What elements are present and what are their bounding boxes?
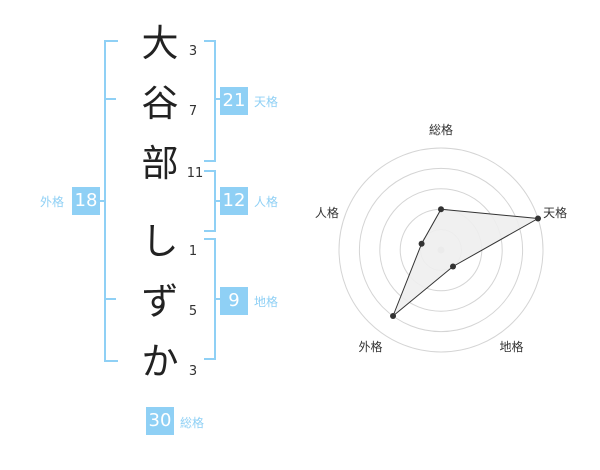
gaikaku-tick-1 — [106, 98, 116, 100]
surname-char-1: 大 — [141, 22, 179, 65]
surname-char-3: 部 — [141, 142, 179, 185]
radar-point-5 — [418, 240, 425, 247]
tenkaku-value: 21 — [220, 87, 248, 115]
surname-char-2: 谷 — [141, 82, 179, 125]
tenkaku-bracket — [204, 40, 216, 162]
radar-ring-3 — [379, 188, 503, 312]
stroke-count-4: 1 — [188, 244, 198, 259]
radar-axis-label-5: 人格 — [315, 205, 339, 220]
stroke-count-2: 7 — [188, 104, 198, 119]
radar-axis-label-3: 地格 — [499, 339, 523, 354]
radar-point-1 — [438, 206, 444, 213]
stroke-count-5: 5 — [188, 304, 198, 319]
stroke-count-1: 3 — [188, 44, 198, 59]
radar-ring-5 — [338, 147, 544, 353]
gaikaku-tick-2 — [106, 298, 116, 300]
radar-ring-4 — [358, 167, 524, 333]
given-char-2: ず — [141, 280, 179, 323]
tenkaku-connector — [214, 98, 220, 100]
tenkaku-label: 天格 — [254, 95, 279, 109]
gaikaku-value: 18 — [72, 187, 100, 215]
radar-axis-label-1: 総格 — [429, 122, 453, 137]
jinkaku-connector — [214, 200, 220, 202]
chikaku-connector — [214, 298, 220, 300]
radar-point-4 — [390, 313, 397, 320]
jinkaku-label: 人格 — [254, 195, 279, 209]
radar-point-2 — [535, 215, 542, 222]
chikaku-label: 地格 — [254, 295, 279, 309]
radar-area — [392, 208, 540, 317]
stroke-count-3: 11 — [186, 166, 204, 181]
soukaku-value: 30 — [146, 407, 174, 435]
radar-point-3 — [449, 263, 456, 270]
soukaku-label: 総格 — [180, 416, 205, 430]
gaikaku-label: 外格 — [40, 195, 65, 209]
chikaku-value: 9 — [220, 287, 248, 315]
given-char-1: し — [141, 220, 179, 263]
gaikaku-connector — [98, 200, 106, 202]
radar-axis-label-4: 外格 — [358, 339, 382, 354]
given-char-3: か — [141, 340, 179, 383]
radar-axis-label-2: 天格 — [543, 205, 567, 220]
stroke-count-6: 3 — [188, 364, 198, 379]
jinkaku-value: 12 — [220, 187, 248, 215]
